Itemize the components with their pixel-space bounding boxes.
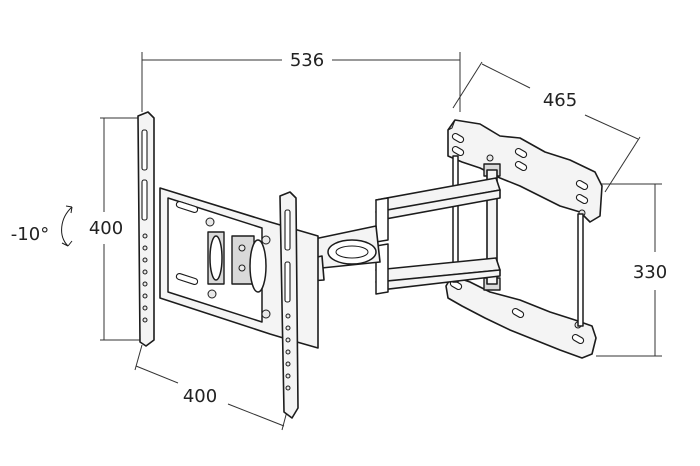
- arm-upper: [375, 177, 501, 295]
- tilt-label: -10°: [11, 224, 49, 245]
- vesa-horizontal-label: 400: [183, 386, 217, 407]
- dimension-vesa-horizontal: 400: [134, 344, 291, 431]
- wall-plate-width-label: 465: [543, 90, 577, 111]
- tilt-arrow-icon: [61, 206, 73, 247]
- dimension-overall-width: 536: [141, 50, 461, 112]
- vesa-rail-right: [279, 191, 299, 419]
- vesa-vertical-label: 400: [89, 218, 123, 239]
- tilt-bracket: [159, 187, 319, 349]
- vesa-rail-left: [137, 111, 155, 347]
- tilt-indicator: -10°: [11, 205, 73, 247]
- overall-width-label: 536: [290, 50, 324, 71]
- dimension-vesa-vertical: 400: [89, 117, 150, 341]
- dimension-wall-plate-width: 465: [452, 61, 641, 193]
- wall-plate: [445, 119, 603, 359]
- dimension-wall-plate-height: 330: [596, 183, 667, 357]
- wall-plate-height-label: 330: [633, 262, 667, 283]
